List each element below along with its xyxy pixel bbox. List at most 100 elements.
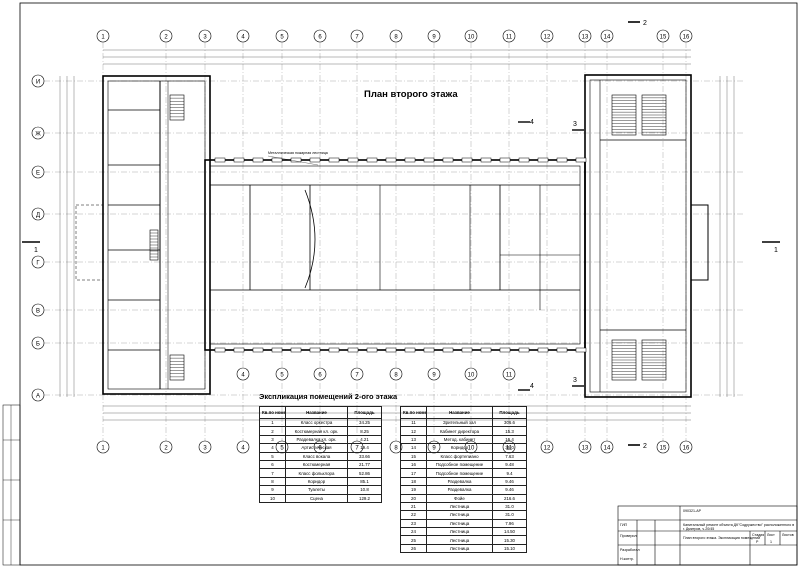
- window: [366, 157, 378, 163]
- cell-n: 18: [400, 476, 427, 487]
- window-openings: [214, 157, 587, 353]
- window: [385, 157, 397, 163]
- cell-n: 15: [400, 451, 427, 461]
- axis-mid-4-label: 4: [241, 372, 245, 378]
- cell-n: 1: [259, 417, 286, 428]
- cell-name: Фойе: [426, 493, 493, 503]
- axis-top-16: [679, 29, 693, 43]
- cell-name: Коридор: [426, 443, 493, 453]
- window: [233, 347, 245, 353]
- cell-name: Раздевалка кл. орк.: [285, 434, 348, 445]
- cell-area: 4.21: [347, 434, 382, 445]
- cell-n: 16: [400, 459, 427, 470]
- section-mark-3-bottom: 3: [573, 377, 577, 384]
- axis-left-Е: [31, 165, 45, 179]
- axis-mid-8-label: 8: [394, 372, 398, 378]
- axis-top-13-label: 13: [582, 34, 589, 40]
- cell-name: Класс фольклора: [285, 468, 348, 478]
- right-wing-outer-wall: [584, 74, 692, 398]
- axis-mid-9-label: 9: [432, 372, 436, 378]
- axis-top-9-label: 9: [432, 34, 436, 40]
- title-block-role-4: Н.контр.: [620, 557, 634, 561]
- axis-top-5: [275, 29, 289, 43]
- window: [404, 157, 416, 163]
- window: [366, 347, 378, 353]
- axis-top-3-label: 3: [203, 34, 207, 40]
- col-header-number: Кв.по номер: [400, 406, 427, 419]
- cell-name: Зрительный зал: [426, 417, 493, 428]
- window: [214, 157, 226, 163]
- axis-left-А: [31, 388, 45, 402]
- window: [442, 347, 454, 353]
- axis-top-2: [159, 29, 173, 43]
- window: [309, 347, 321, 353]
- title-block-stage: Р: [756, 540, 759, 544]
- axis-mid-9: [427, 367, 441, 381]
- cell-area: 31.0: [492, 510, 527, 520]
- axis-mid-7: [350, 367, 364, 381]
- cell-name: Раздевалка: [426, 476, 493, 487]
- axis-top-2-label: 2: [164, 34, 168, 40]
- window: [480, 347, 492, 353]
- explication-table-right: Кв.по номер Название Площадь 11Зрительны…: [400, 406, 527, 554]
- axis-mid-5: [275, 367, 289, 381]
- axis-bottom-2-label: 2: [164, 445, 168, 451]
- cell-name: Лестница: [426, 543, 493, 554]
- cell-n: 17: [400, 468, 427, 478]
- window: [271, 347, 283, 353]
- cell-area: 9.4: [492, 468, 527, 478]
- axis-bottom-3-label: 3: [203, 445, 207, 451]
- axis-left-В: [31, 303, 45, 317]
- col-header-area: Площадь: [347, 406, 382, 419]
- title-block-sheet-title: План второго этажа. Экспликация помещени…: [683, 536, 761, 540]
- cell-area: 21.77: [347, 459, 382, 470]
- cell-n: 23: [400, 518, 427, 529]
- cell-area: 19.4: [347, 443, 382, 453]
- axis-bottom-16-label: 16: [683, 445, 690, 451]
- cell-area: 9.48: [492, 459, 527, 470]
- cell-area: 8.25: [347, 426, 382, 436]
- section-mark-2-top: 2: [643, 20, 647, 27]
- window: [537, 157, 549, 163]
- section-mark-1-right: 1: [774, 247, 778, 254]
- cell-area: 85.1: [347, 476, 382, 487]
- title-block-role-1: ГИП: [620, 523, 628, 527]
- axis-top-14: [600, 29, 614, 43]
- section-mark-3-top: 3: [573, 121, 577, 128]
- window: [252, 347, 264, 353]
- window: [347, 157, 359, 163]
- cell-name: Раздевалка: [426, 485, 493, 495]
- axis-left-А-label: А: [36, 393, 40, 399]
- axis-mid-8: [389, 367, 403, 381]
- axis-grid-lines: [44, 42, 745, 441]
- axis-bottom-8-label: 8: [394, 445, 398, 451]
- cell-name: Лестница: [426, 510, 493, 520]
- axis-left-Г: [31, 255, 45, 269]
- axis-mid-11-label: 11: [506, 372, 513, 378]
- cell-area: 306.6: [492, 417, 527, 428]
- axis-bottom-12: [540, 440, 554, 454]
- cell-name: Костюмерная кл. орк.: [285, 426, 348, 436]
- section-mark-4-top: 4: [530, 119, 534, 126]
- explication-title: Экспликация помещений 2-ого этажа: [259, 392, 398, 401]
- cell-n: 22: [400, 510, 427, 520]
- cell-n: 9: [259, 485, 286, 495]
- axis-bottom-15-label: 15: [660, 445, 667, 451]
- cell-n: 26: [400, 543, 427, 554]
- axis-top-10: [464, 29, 478, 43]
- axis-top-4: [236, 29, 250, 43]
- cell-n: 14: [400, 443, 427, 453]
- cell-n: 20: [400, 493, 427, 503]
- window: [290, 347, 302, 353]
- window: [233, 157, 245, 163]
- col-header-number: Кв.по номер: [259, 406, 286, 419]
- cell-area: 7.63: [492, 451, 527, 461]
